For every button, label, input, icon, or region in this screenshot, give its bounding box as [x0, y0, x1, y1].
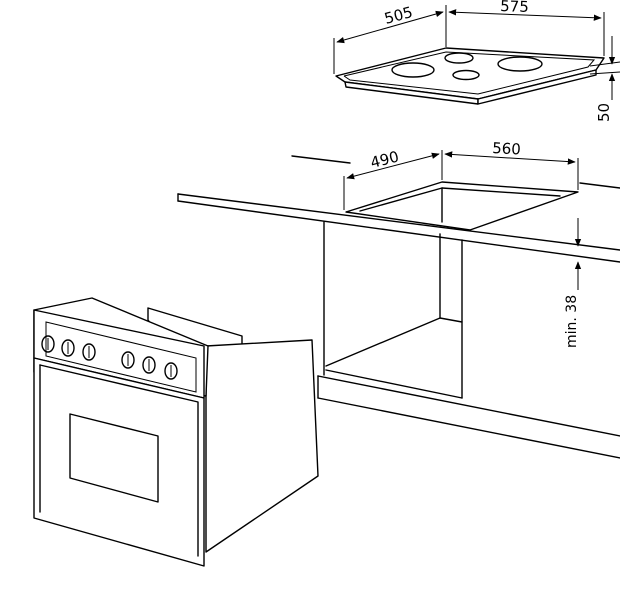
- knob-icon: [61, 339, 75, 357]
- countertop: [177, 155, 620, 263]
- knob-icon: [82, 343, 96, 361]
- cabinet: [317, 221, 620, 459]
- dim-line-575: [448, 9, 602, 21]
- shelf-front-edge: [325, 369, 463, 399]
- countertop-front-edge: [177, 200, 620, 263]
- hob-burner-3: [497, 56, 543, 72]
- label-50: 50: [595, 103, 613, 122]
- oven-window: [69, 413, 159, 503]
- oven-panel-inset: [45, 321, 197, 393]
- knob-icon: [121, 351, 135, 369]
- shelf-corner: [439, 317, 463, 323]
- label-560: 560: [492, 139, 522, 158]
- hob: [335, 47, 605, 105]
- oven-knobs: [41, 335, 178, 380]
- oven-side-panel: [205, 339, 319, 553]
- plinth-top-line: [317, 375, 620, 437]
- knob-icon: [142, 356, 156, 374]
- hob-burner-4: [452, 69, 480, 81]
- label-505: 505: [382, 3, 414, 28]
- countertop-back-line: [579, 182, 620, 189]
- hob-burner-2: [444, 52, 474, 64]
- cutout: [345, 181, 579, 231]
- label-490: 490: [369, 147, 401, 171]
- label-575: 575: [500, 0, 529, 16]
- cutout-opening: [345, 181, 579, 231]
- dim-line-560: [444, 151, 576, 165]
- shelf-back-edge: [325, 317, 441, 367]
- countertop-top-edge: [177, 193, 620, 251]
- hob-inner-border: [343, 51, 596, 95]
- dim-line-505: [336, 10, 444, 44]
- ext-line: [589, 71, 620, 75]
- label-min-38: min. 38: [564, 295, 580, 348]
- oven: [33, 297, 319, 567]
- knob-icon: [41, 335, 55, 353]
- knob-icon: [164, 362, 178, 380]
- hob-side-edge: [477, 69, 597, 105]
- dim-line-490: [346, 152, 440, 180]
- countertop-back-line: [291, 155, 351, 164]
- cutout-dimensions: 490 560 min. 38: [343, 139, 582, 348]
- plinth-bottom-line: [317, 397, 620, 459]
- hob-burner-1: [391, 62, 435, 78]
- oven-door-trim: [39, 364, 199, 557]
